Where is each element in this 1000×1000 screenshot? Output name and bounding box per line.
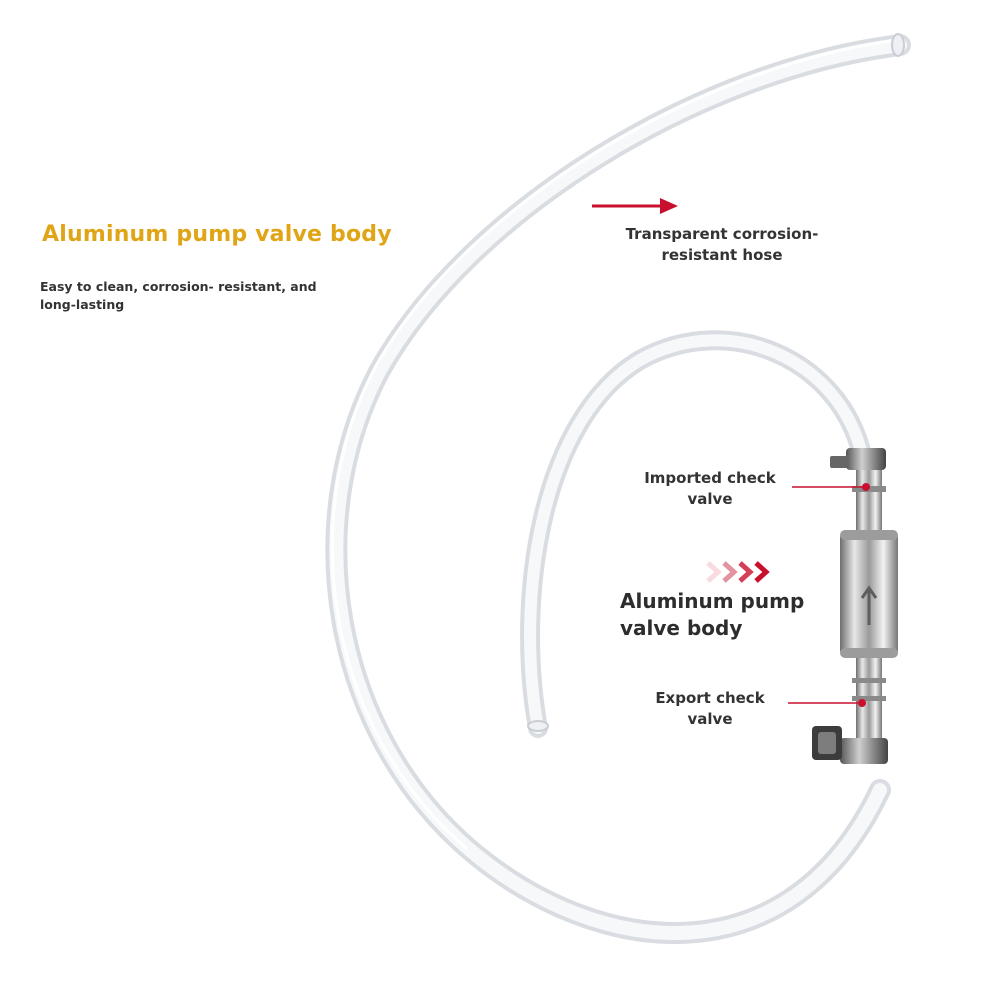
headline: Aluminum pump valve body — [42, 222, 392, 247]
hose-callout: Transparent corrosion-resistant hose — [625, 225, 819, 264]
export-valve-callout: Export check valve — [655, 689, 765, 728]
imported-valve-callout: Imported check valve — [644, 469, 776, 508]
callout-lines — [592, 198, 870, 707]
subtext: Easy to clean, corrosion- resistant, and… — [40, 279, 317, 312]
flow-chevrons-icon — [706, 561, 770, 583]
hose-outer — [325, 34, 911, 944]
valve-body-callout: Aluminum pump valve body — [620, 589, 805, 640]
hose-inner — [520, 330, 872, 738]
hose-inner-end — [527, 720, 549, 732]
upper-valve-stem — [856, 470, 882, 532]
upper-clamp — [846, 448, 886, 470]
hose-outer-end — [891, 33, 905, 57]
pump-assembly — [812, 448, 898, 764]
lower-clamp — [840, 738, 888, 764]
